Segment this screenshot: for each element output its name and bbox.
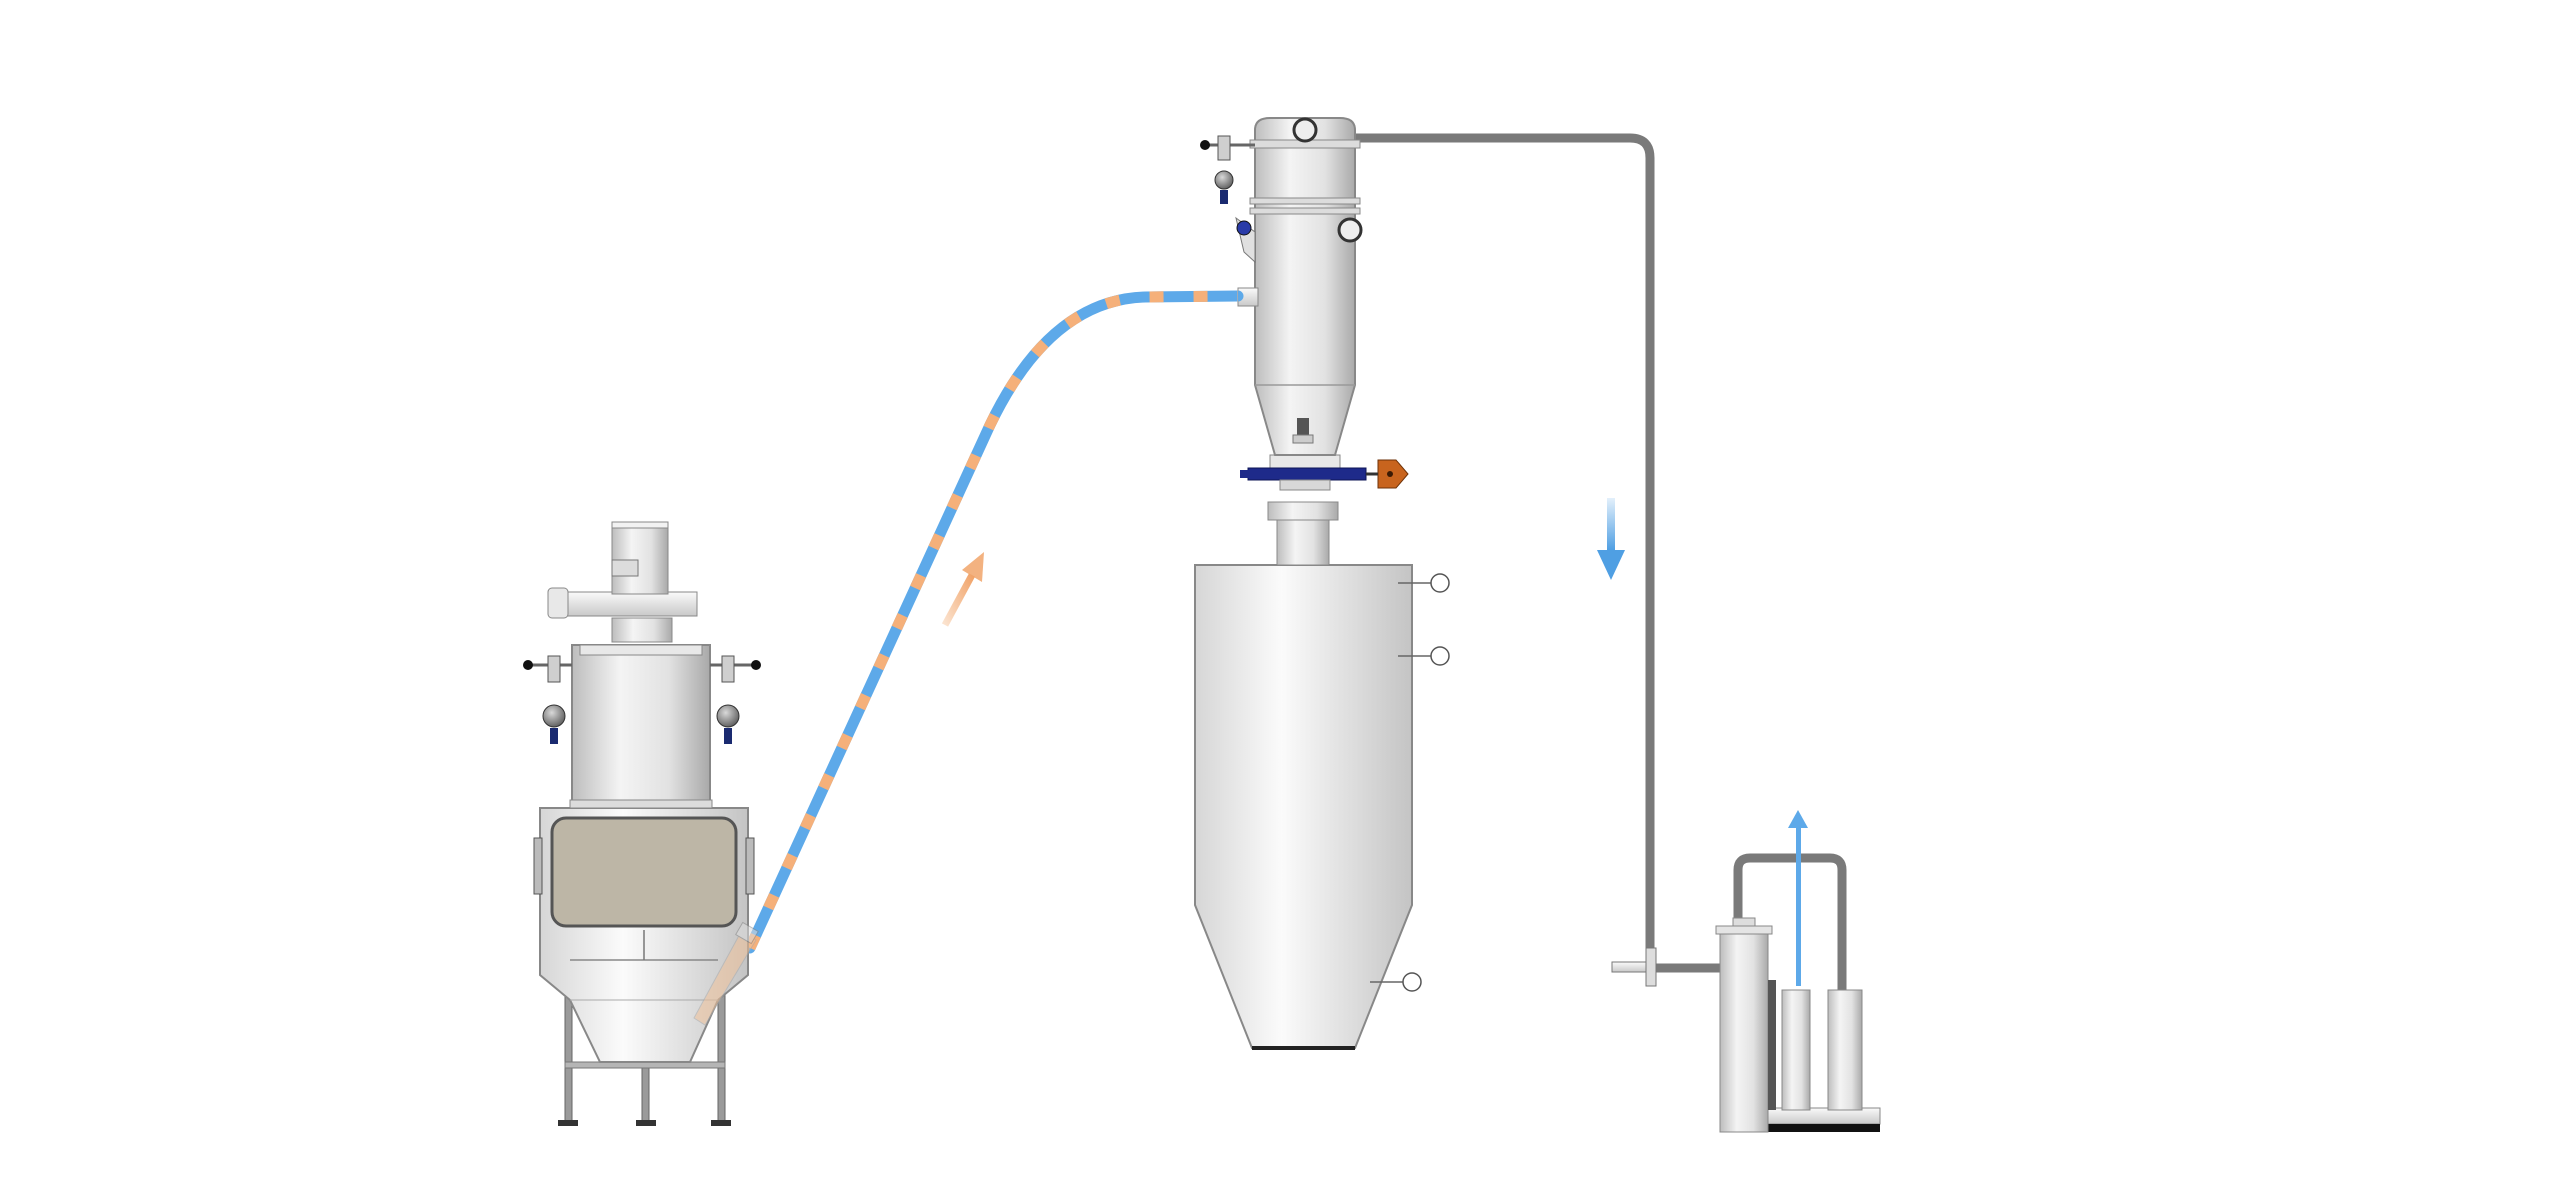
exhaust-flow-arrow — [1788, 810, 1808, 986]
actuator-icon — [1377, 459, 1409, 489]
gauge-icon — [1292, 117, 1318, 143]
suction-wand — [693, 921, 759, 1026]
air-flow-down-arrow — [1597, 498, 1625, 580]
level-sensor-high — [1398, 573, 1450, 593]
side-port-icon — [1337, 217, 1363, 243]
material-flow-arrow — [941, 552, 984, 627]
pulse-valve-icon — [1200, 135, 1255, 204]
bag-dump-station — [523, 521, 761, 1126]
vacuum-receiver — [1200, 117, 1363, 456]
level-sensor-mid — [1398, 646, 1450, 666]
discharge-valve — [1240, 454, 1409, 491]
pulse-valve-left-icon — [523, 655, 572, 744]
vacuum-pump-unit — [1715, 853, 1881, 1133]
storage-hopper — [1194, 501, 1450, 1050]
vacuum-line — [1340, 133, 1720, 987]
conveying-hose — [744, 290, 1244, 954]
level-sensor-low — [1370, 972, 1422, 992]
sight-glass-icon — [1235, 216, 1256, 264]
pulse-valve-right-icon — [710, 655, 761, 744]
